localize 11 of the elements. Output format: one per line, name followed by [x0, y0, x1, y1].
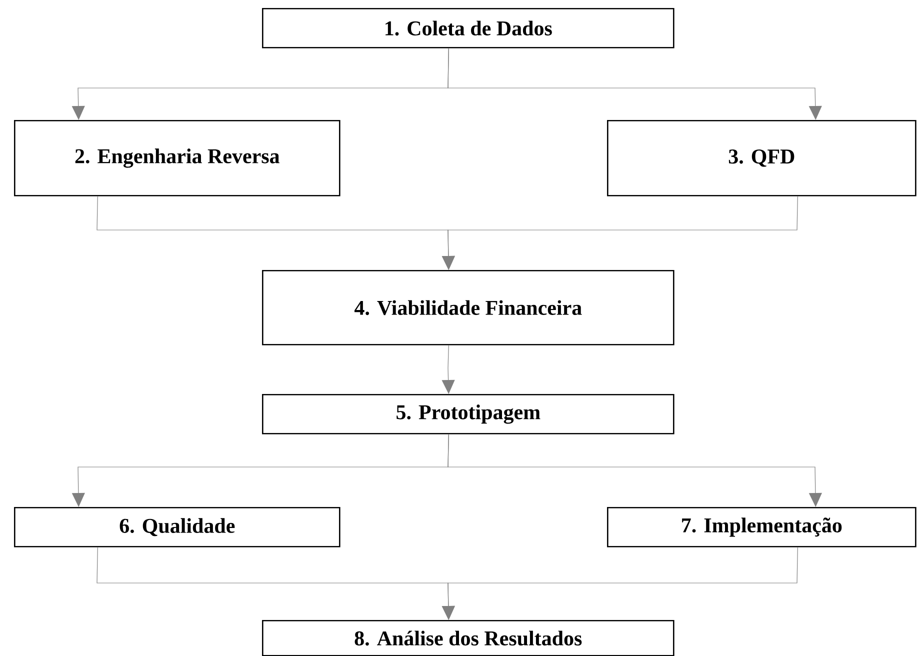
process-box: 6. Qualidade [14, 507, 340, 548]
process-box: 1. Coleta de Dados [262, 8, 674, 48]
process-box: 7. Implementação [607, 507, 916, 548]
process-box: 8. Análise dos Resultados [262, 620, 674, 656]
process-box: 2. Engenharia Reversa [14, 120, 340, 196]
arrow [442, 345, 455, 394]
arrow [448, 434, 822, 507]
arrow [448, 48, 822, 120]
process-box: 4. Viabilidade Financeira [262, 270, 674, 346]
process-box: 5. Prototipagem [262, 394, 674, 434]
process-box: 3. QFD [607, 120, 916, 196]
